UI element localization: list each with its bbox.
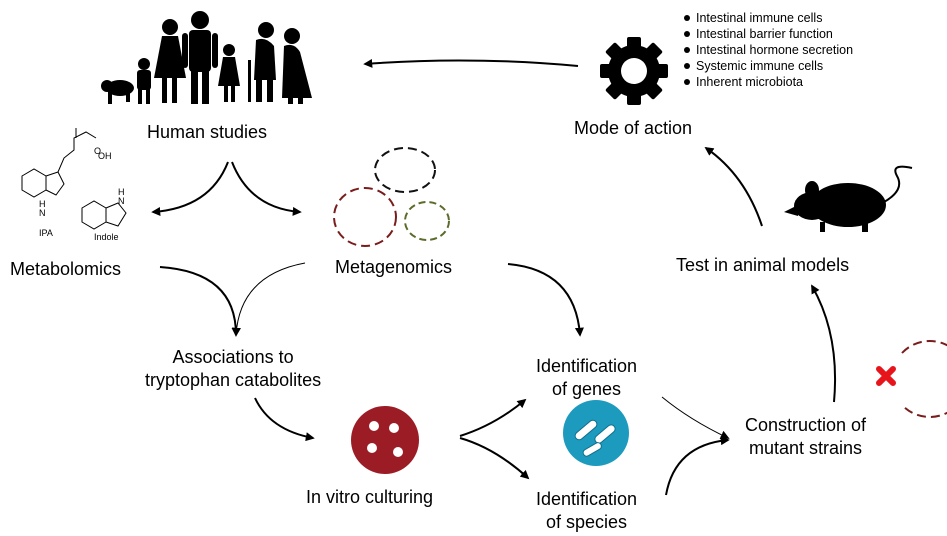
moa-item: Systemic immune cells [682,58,853,74]
arrow-invitro-to-species [459,437,530,480]
human-studies-label: Human studies [147,122,268,142]
gear-icon [600,37,668,105]
indole-label: Indole [94,232,119,242]
ipa-nh-label: H N [39,199,46,218]
moa-item: Inherent microbiota [682,74,853,90]
mode-of-action-label: Mode of action [574,118,693,138]
arrow-invitro-to-genes [459,398,527,437]
arrow-metagenomics-to-genes [507,263,584,337]
moa-item: Intestinal hormone secretion [682,42,853,58]
indole-nh-label: H N [118,187,125,206]
red-x-icon [876,366,896,386]
molecule-o-label: O [94,146,102,156]
ipa-molecule-icon [21,128,97,198]
arrow-animal-to-mode [704,146,763,227]
dashed-circle-darkred [333,187,397,247]
arrow-mutant-to-animal [811,284,837,403]
metabolomics-label: Metabolomics [10,259,122,279]
identification-species-label: Identification of species [536,489,638,532]
arrow-associations-to-invitro [254,397,315,442]
dashed-circle-black [374,147,436,193]
moa-item: Intestinal immune cells [682,10,853,26]
mutant-dashed-circle [901,340,947,418]
ipa-label: IPA [39,228,53,238]
associations-label: Associations to tryptophan catabolites [145,347,322,390]
mode-of-action-list: Intestinal immune cells Intestinal barri… [682,10,853,90]
moa-item: Intestinal barrier function [682,26,853,42]
arrow-human-to-metagenomics [231,161,302,216]
arrow-metabolomics-to-associations [159,266,241,337]
molecule-oh-label: OH [98,151,112,161]
metagenomics-label: Metagenomics [335,257,453,277]
arrow-human-to-metabolomics [151,161,229,216]
dashed-circle-olive [404,201,450,241]
petri-dish-icon [351,406,419,474]
mutant-strains-label: Construction of mutant strains [745,415,867,458]
in-vitro-label: In vitro culturing [306,487,434,507]
family-silhouette-icon [101,11,312,104]
arrow-mode-to-human [363,58,579,68]
oh-text: OH [98,151,112,161]
arrow-species-to-mutant [665,436,730,496]
arrows [151,58,837,496]
bacteria-icon [563,400,629,466]
animal-models-label: Test in animal models [676,255,850,275]
mouse-icon [784,165,913,232]
arrow-genes-to-mutant [661,396,730,439]
arrow-metagenomics-to-associations [231,262,306,337]
identification-genes-label: Identification of genes [536,356,638,399]
indole-molecule-icon [81,200,127,230]
